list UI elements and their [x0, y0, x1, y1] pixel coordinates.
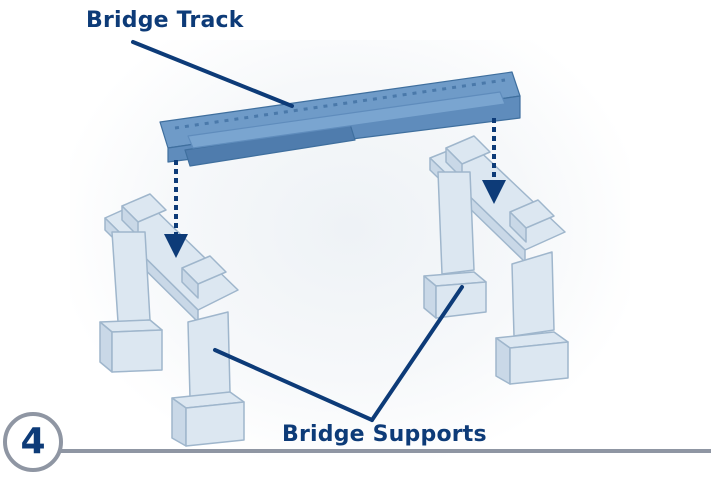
left-support-leader-line	[213, 348, 374, 422]
bridge-track-label: Bridge Track	[86, 8, 244, 33]
track-leader-line	[131, 40, 294, 108]
step-badge: 4	[3, 412, 63, 472]
step-divider-line	[56, 449, 711, 453]
step-number: 4	[20, 421, 46, 462]
right-support-leader-line	[370, 285, 464, 422]
bridge-supports-label: Bridge Supports	[282, 422, 487, 447]
left-bridge-support	[99, 193, 245, 447]
bridge-track	[159, 71, 521, 167]
right-bridge-support	[423, 135, 569, 385]
